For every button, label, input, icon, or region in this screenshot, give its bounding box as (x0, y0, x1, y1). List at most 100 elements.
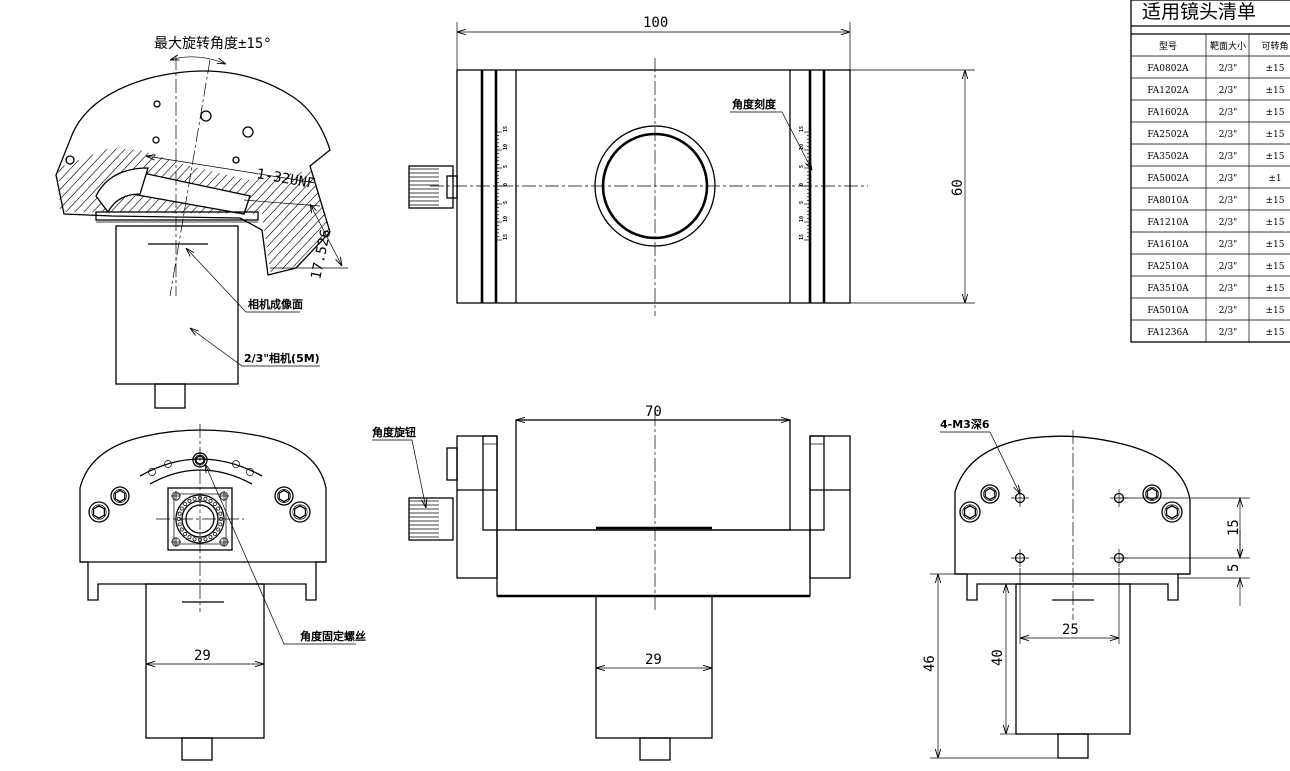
hatch-line (388, 130, 548, 300)
angle-knob-top (408, 165, 454, 209)
scale-label: 15 (799, 126, 805, 132)
hatch-line (0, 130, 53, 300)
scale-label: 0 (799, 183, 805, 186)
front-scale-mark-r (809, 435, 825, 445)
thread-dot (208, 535, 213, 540)
front-scale-mark-l (482, 435, 498, 445)
front-camera-value: 29 (645, 652, 662, 668)
scale-label: 5 (503, 165, 509, 168)
bolt-ring (277, 489, 291, 503)
table-cell: FA2502A (1147, 130, 1189, 140)
thread-dot (203, 537, 208, 542)
table-header-cell: 可转角 (1261, 40, 1288, 52)
hatch-line (352, 130, 512, 300)
table-header-cell: 型号 (1159, 41, 1177, 52)
scale-label: 10 (799, 216, 805, 222)
table-cell: 2/3" (1219, 174, 1238, 184)
v15-value: 15 (1226, 519, 1242, 536)
hatch-line (58, 148, 63, 272)
scale-label: 15 (503, 126, 509, 132)
table-cell: FA1602A (1147, 108, 1189, 118)
hatch-line (108, 148, 270, 272)
bolt-head (110, 486, 130, 506)
front-right-inner (809, 435, 825, 531)
hatch-line (58, 148, 198, 272)
table-cell: 2/3" (1219, 240, 1238, 250)
lens-mount-curve (95, 167, 149, 214)
table-cell: FA1610A (1147, 240, 1189, 250)
hatch-line (153, 148, 315, 272)
rear-housing (79, 429, 327, 601)
thread-dot (179, 506, 184, 511)
hatch-line (261, 148, 330, 272)
slot-hole (148, 468, 156, 476)
bolt-hex (1165, 505, 1179, 519)
table-cell: FA1202A (1147, 86, 1189, 96)
hatch-line (117, 148, 279, 272)
hole-view-connector (1057, 733, 1089, 759)
table-cell: ±15 (1266, 306, 1285, 316)
bolt-hex (278, 489, 290, 503)
table-cell: FA1210A (1147, 218, 1189, 228)
bolt-ring (91, 504, 107, 520)
front-lens-window (515, 419, 791, 531)
slot-hole (246, 468, 254, 476)
thread-dot (218, 522, 223, 527)
thread-dot (212, 531, 217, 536)
sensor-plane-leader (186, 248, 300, 313)
hatch-line (424, 130, 584, 300)
table-cell: 2/3" (1219, 306, 1238, 316)
hatch-line (315, 148, 330, 272)
thread-dot (218, 511, 223, 516)
hatch-line (324, 148, 330, 272)
hatch-line (306, 148, 330, 272)
tapped-holes-label: 4-M3深6 (940, 417, 990, 431)
bolt-hex (984, 487, 996, 501)
hole-spacing-value: 25 (1062, 622, 1079, 638)
hatch-line (81, 148, 243, 272)
table-cell: 2/3" (1219, 130, 1238, 140)
angle-scale-leader (730, 111, 812, 170)
table-cell: FA5010A (1147, 306, 1189, 316)
hole-4 (232, 156, 240, 164)
thread-dot (208, 498, 213, 503)
bolt-head (88, 501, 110, 523)
bolt-ring (962, 504, 978, 520)
front-right-block (809, 435, 851, 579)
table-cell: FA1236A (1147, 328, 1189, 338)
bolt-head (1142, 484, 1162, 504)
table-cell: ±15 (1266, 86, 1285, 96)
hatch-line (162, 148, 324, 272)
thread-dot (212, 502, 217, 507)
table-cell: 2/3" (1219, 328, 1238, 338)
slot-hole (232, 460, 240, 468)
front-left-inner (482, 435, 498, 531)
top-height-value: 60 (950, 179, 966, 196)
hatch-line (225, 148, 330, 272)
table-cell: ±15 (1266, 240, 1285, 250)
scale-label: 10 (503, 144, 509, 150)
flange-dim-line (310, 204, 342, 266)
hatch-line (370, 130, 530, 300)
hole-view-housing (954, 435, 1191, 601)
h40-value: 40 (990, 649, 1006, 666)
bolt-hex (92, 505, 106, 519)
front-main-body (496, 529, 811, 597)
table-cell: ±15 (1266, 196, 1285, 206)
bolt-hex (114, 489, 126, 503)
hatch-line (126, 148, 288, 272)
hatch-line (58, 148, 117, 272)
hatch-line (343, 130, 503, 300)
scale-label: 5 (799, 165, 805, 168)
table-cell: FA3510A (1147, 284, 1189, 294)
top-width-value: 100 (643, 15, 668, 31)
arc-slot (139, 458, 263, 477)
front-knob-shaft (446, 447, 458, 481)
hatch-line (58, 148, 189, 272)
thread-dot (183, 531, 188, 536)
tapped-holes-leader (940, 431, 1020, 494)
